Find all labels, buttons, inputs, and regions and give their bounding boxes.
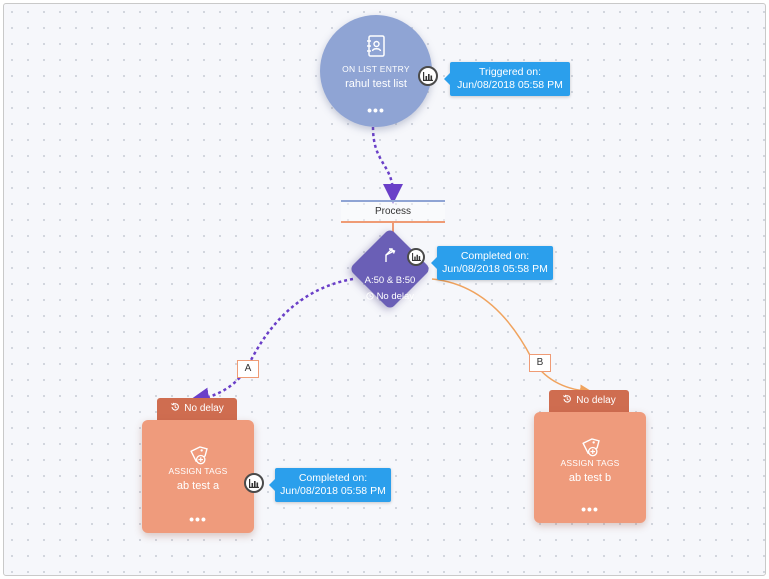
- trigger-list-name: rahul test list: [345, 78, 407, 90]
- tooltip-time: Jun/08/2018 05:58 PM: [457, 79, 563, 91]
- connector-split-b: [431, 278, 592, 397]
- list-entry-trigger-node[interactable]: ON LIST ENTRY rahul test list •••: [320, 15, 432, 127]
- entry-stats-button[interactable]: [418, 66, 438, 86]
- split-ratio: A:50 & B:50: [364, 275, 416, 286]
- tooltip-time: Jun/08/2018 05:58 PM: [280, 485, 386, 497]
- action-name: ab test a: [176, 480, 220, 492]
- ab-split-content[interactable]: A:50 & B:50 No delay: [350, 241, 430, 311]
- split-arrows-icon: [382, 247, 398, 268]
- connector-split-a: [189, 277, 354, 408]
- entry-menu-button[interactable]: •••: [367, 102, 385, 118]
- tooltip-label: Triggered on:: [478, 66, 542, 78]
- branch-b-delay-text: No delay: [576, 395, 616, 406]
- branch-a-completed-tooltip: Completed on: Jun/08/2018 05:58 PM: [269, 468, 391, 502]
- clock-icon: [366, 292, 374, 300]
- tag-add-icon: [142, 444, 254, 471]
- action-name: ab test b: [568, 472, 612, 484]
- history-clock-icon: [563, 394, 572, 403]
- branch-b-menu-button[interactable]: •••: [581, 501, 599, 517]
- branch-label-a: A: [237, 360, 259, 378]
- split-stats-button[interactable]: [407, 248, 425, 266]
- tooltip-time: Jun/08/2018 05:58 PM: [442, 263, 548, 275]
- split-delay-text: No delay: [376, 291, 415, 302]
- entry-triggered-tooltip: Triggered on: Jun/08/2018 05:58 PM: [444, 62, 570, 96]
- branch-a-stats-button[interactable]: [244, 473, 264, 493]
- action-type-label: ASSIGN TAGS: [168, 466, 228, 476]
- split-delay: No delay: [350, 291, 430, 302]
- branch-b-assign-tags-node[interactable]: ASSIGN TAGS ab test b •••: [534, 412, 646, 523]
- history-clock-icon: [171, 402, 180, 411]
- bar-chart-icon: [423, 71, 433, 81]
- contact-book-icon: [364, 34, 388, 63]
- workflow-canvas[interactable]: ON LIST ENTRY rahul test list ••• Trigge…: [3, 3, 766, 576]
- split-completed-tooltip: Completed on: Jun/08/2018 05:58 PM: [431, 246, 553, 280]
- bar-chart-icon: [411, 253, 421, 261]
- branch-a-menu-button[interactable]: •••: [189, 511, 207, 527]
- tooltip-label: Completed on:: [460, 250, 530, 262]
- branch-a-delay-text: No delay: [184, 403, 224, 414]
- process-divider: Process: [341, 200, 445, 223]
- trigger-type-label: ON LIST ENTRY: [342, 64, 410, 74]
- tag-add-icon: [534, 436, 646, 463]
- connector-entry-process: [371, 126, 403, 204]
- bar-chart-icon: [249, 478, 259, 488]
- branch-b-delay-tab[interactable]: No delay: [549, 390, 629, 412]
- tooltip-label: Completed on:: [298, 472, 368, 484]
- action-type-label: ASSIGN TAGS: [560, 458, 620, 468]
- branch-label-b: B: [529, 354, 551, 372]
- branch-a-assign-tags-node[interactable]: ASSIGN TAGS ab test a •••: [142, 420, 254, 533]
- branch-a-delay-tab[interactable]: No delay: [157, 398, 237, 420]
